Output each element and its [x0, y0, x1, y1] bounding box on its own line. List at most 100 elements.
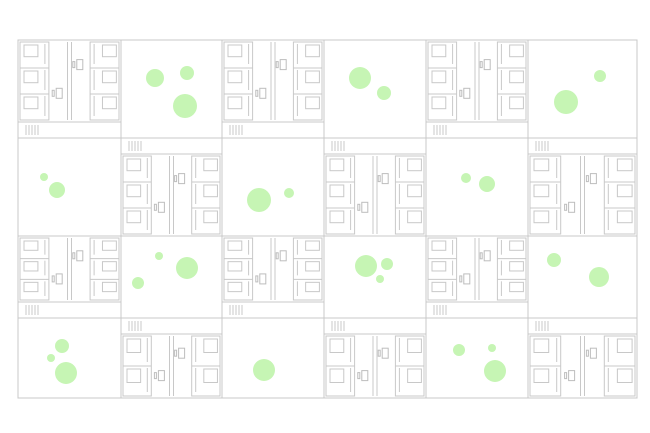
corridor-band [221, 121, 325, 139]
bed [126, 368, 142, 383]
bed [329, 338, 345, 353]
garden-courtyard [221, 317, 325, 399]
bed [431, 240, 447, 251]
tree [180, 66, 194, 80]
stair [535, 141, 549, 151]
corridor-band [17, 121, 122, 139]
bed [329, 184, 345, 198]
unit-block [527, 137, 638, 237]
cell-outline [527, 235, 638, 319]
bed [407, 184, 422, 198]
bed [533, 368, 550, 383]
unit-column-left [427, 41, 458, 121]
bed [23, 281, 39, 293]
tree [49, 182, 65, 198]
cell-outline [221, 39, 325, 139]
dining-table [483, 59, 491, 71]
dining-table [279, 59, 287, 71]
cell-outline [221, 235, 325, 319]
stair [331, 321, 345, 331]
unit-block [425, 235, 529, 319]
tree [55, 339, 69, 353]
bed [407, 338, 422, 353]
corridor-band [221, 301, 325, 319]
bed [509, 281, 524, 293]
unit-column-left [325, 155, 356, 235]
tree [594, 70, 606, 82]
tree [554, 90, 578, 114]
tree [484, 360, 506, 382]
stair [229, 125, 243, 135]
tree [479, 176, 495, 192]
unit-column-right [292, 237, 323, 301]
dining-table [55, 273, 63, 285]
tree [381, 258, 393, 270]
bed [203, 368, 218, 383]
bed [203, 210, 218, 224]
stair [128, 141, 142, 151]
bed [431, 70, 447, 84]
bed [509, 96, 524, 110]
bed [431, 261, 447, 272]
bed [203, 184, 218, 198]
chair [72, 61, 76, 69]
dining-table [483, 250, 491, 262]
unit-column-left [19, 41, 50, 121]
bed [203, 158, 218, 172]
bed [23, 261, 39, 272]
stair [535, 321, 549, 331]
tree [40, 173, 48, 181]
bed [407, 158, 422, 172]
bed [101, 96, 117, 110]
corridor-band [527, 137, 638, 155]
bed [305, 261, 320, 272]
corridor-band [323, 317, 427, 335]
stair [25, 305, 39, 315]
tree [155, 252, 163, 260]
garden-courtyard [425, 317, 529, 399]
tree [47, 354, 55, 362]
garden-courtyard [323, 235, 427, 319]
unit-block [425, 39, 529, 139]
bed [616, 210, 633, 224]
trees [40, 66, 609, 384]
tree [461, 173, 471, 183]
plan-cells [17, 39, 638, 399]
dining-table [463, 273, 471, 285]
tree [453, 344, 465, 356]
chair [377, 349, 381, 357]
stair [229, 305, 243, 315]
bed [616, 368, 633, 383]
bed [227, 281, 243, 293]
bed [23, 240, 39, 251]
unit-column-right [191, 155, 221, 235]
bed [305, 240, 320, 251]
bed [533, 338, 550, 353]
dining-table [157, 201, 165, 213]
chair [564, 203, 568, 211]
cell-outline [527, 317, 638, 399]
dining-table [178, 347, 186, 359]
unit-block [527, 317, 638, 399]
tree [376, 275, 384, 283]
bed [101, 70, 117, 84]
cell-outline [120, 317, 223, 399]
bed [101, 240, 117, 251]
bed [101, 261, 117, 272]
corridor-band [120, 137, 223, 155]
cell-outline [17, 39, 122, 139]
tree [55, 362, 77, 384]
bed [616, 158, 633, 172]
unit-column-right [496, 41, 527, 121]
dining-table [568, 370, 576, 382]
bed [23, 70, 39, 84]
dining-table [259, 87, 267, 99]
dining-table [381, 347, 389, 359]
chair [377, 175, 381, 183]
tree [173, 94, 197, 118]
chair [479, 252, 483, 260]
garden-courtyard [425, 137, 529, 237]
stair [331, 141, 345, 151]
garden-courtyard [17, 317, 122, 399]
bed [305, 44, 320, 58]
